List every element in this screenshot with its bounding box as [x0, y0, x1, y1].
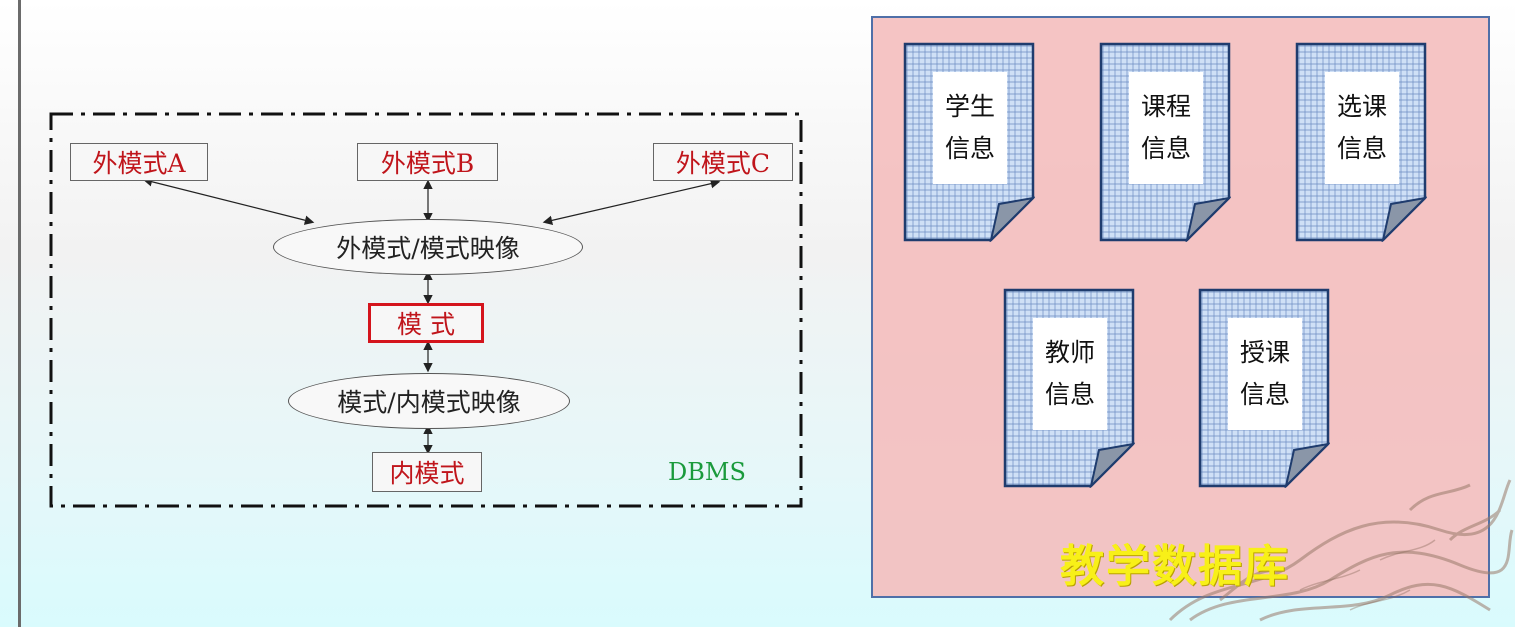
course-info-doc: 课程 信息 — [1099, 42, 1231, 242]
arrow-ext-c — [542, 178, 721, 226]
external-schema-c: 外模式C — [653, 143, 793, 181]
external-mapping-ellipse: 外模式/模式映像 — [273, 219, 583, 275]
arrow-ext-a — [142, 177, 315, 225]
doc-label-line1: 授课 — [1239, 338, 1290, 367]
internal-mapping-ellipse: 模式/内模式映像 — [288, 373, 570, 429]
doc-label-line2: 信息 — [1044, 380, 1095, 409]
external-schema-b: 外模式B — [357, 143, 498, 181]
student-info-doc: 学生 信息 — [903, 42, 1035, 242]
dragon-watermark — [1168, 479, 1514, 622]
doc-label-line1: 课程 — [1140, 92, 1191, 121]
doc-label-line2: 信息 — [944, 134, 995, 163]
left-rule — [18, 0, 21, 627]
schema-box: 模 式 — [368, 303, 484, 343]
doc-label-line1: 学生 — [944, 92, 995, 121]
doc-label-line2: 信息 — [1140, 134, 1191, 163]
doc-label-line1: 教师 — [1044, 338, 1095, 367]
doc-label-line2: 信息 — [1239, 380, 1290, 409]
teaching-info-doc: 授课 信息 — [1198, 288, 1330, 488]
doc-label-line1: 选课 — [1336, 92, 1387, 121]
teacher-info-doc: 教师 信息 — [1003, 288, 1135, 488]
database-title: 教学数据库 — [1060, 541, 1290, 592]
enrollment-info-doc: 选课 信息 — [1295, 42, 1427, 242]
internal-schema-box: 内模式 — [372, 452, 482, 492]
external-schema-a: 外模式A — [70, 143, 208, 181]
dbms-label: DBMS — [668, 458, 746, 486]
doc-label-line2: 信息 — [1336, 134, 1387, 163]
